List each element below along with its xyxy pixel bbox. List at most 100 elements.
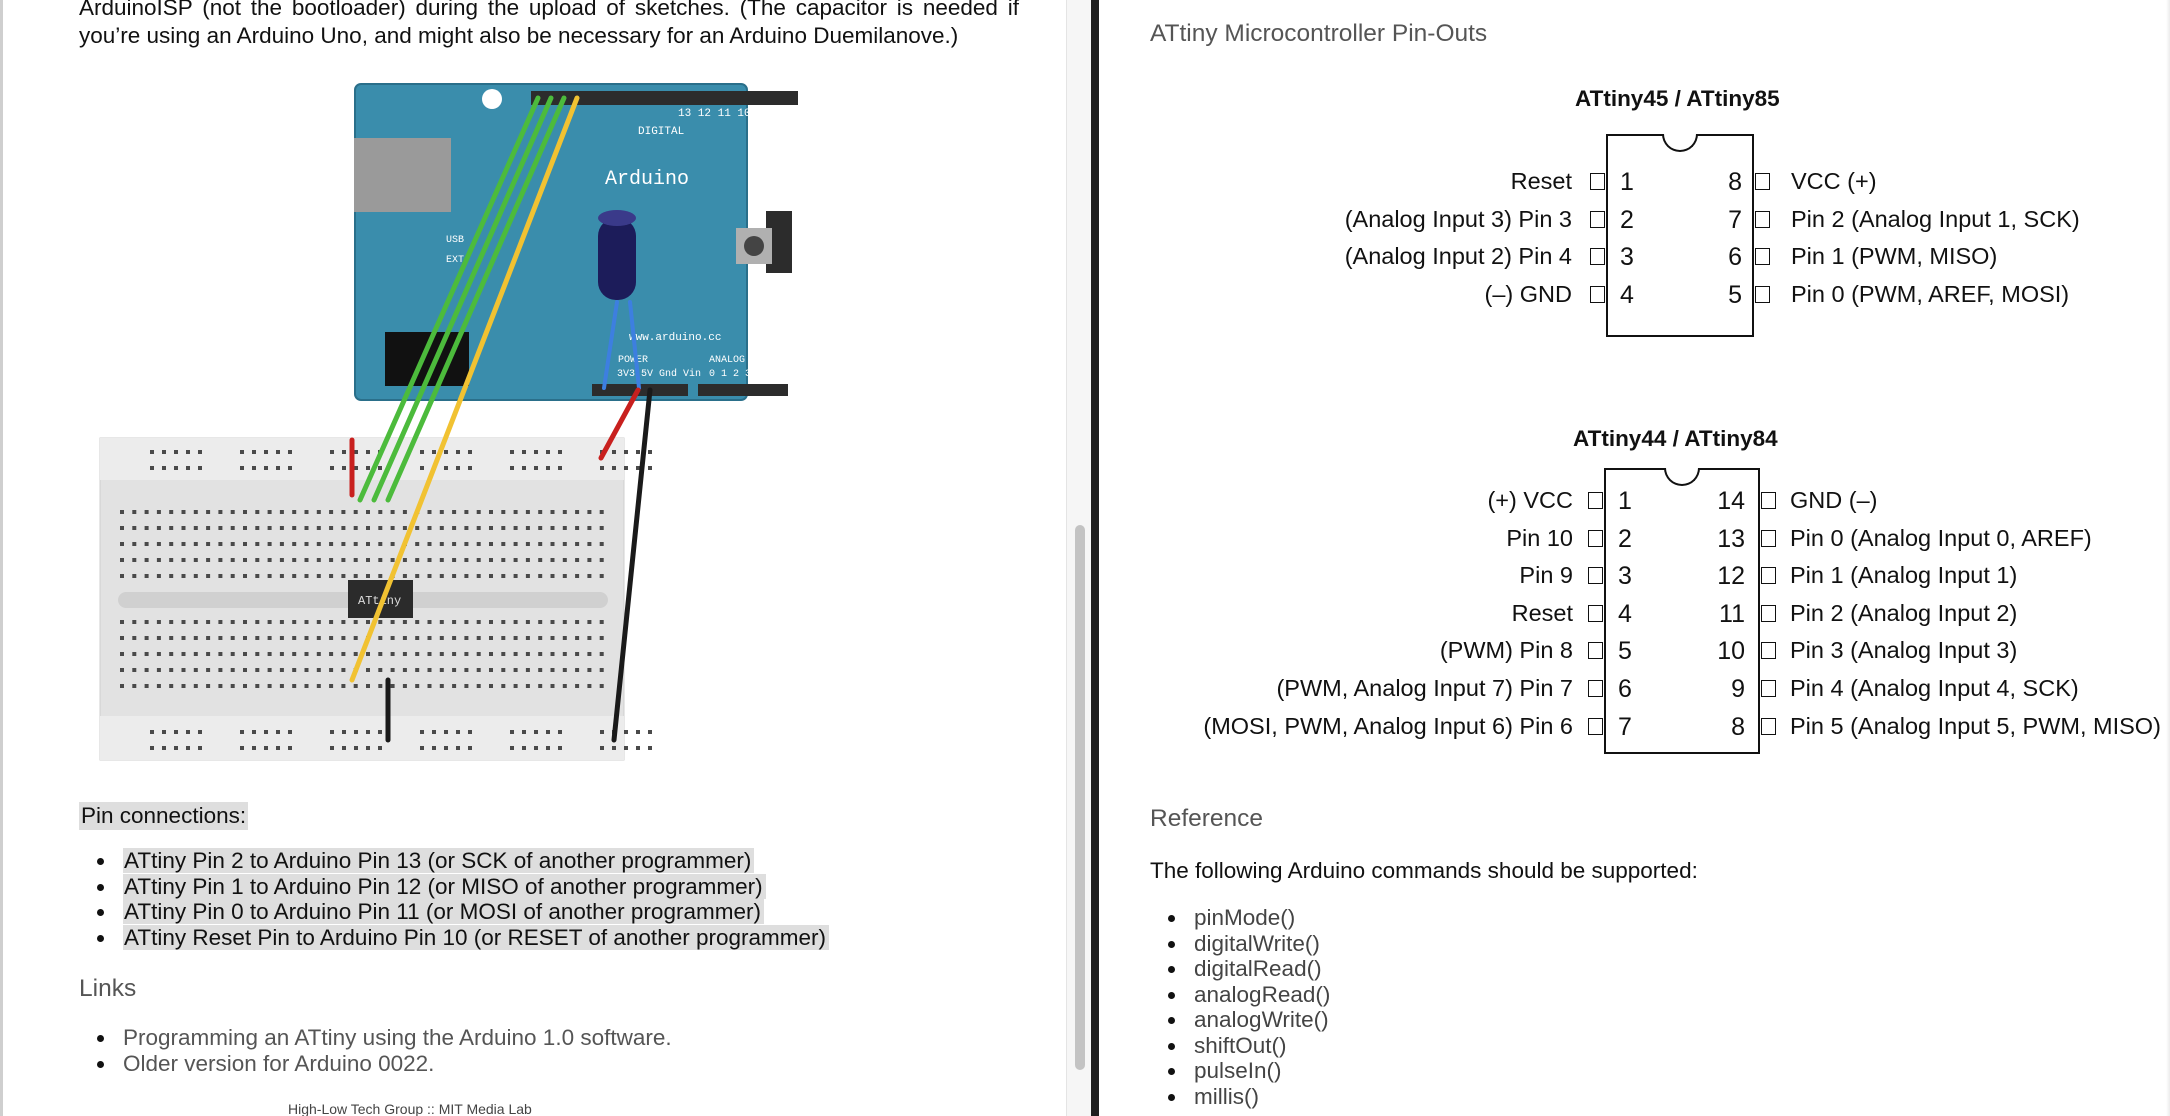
breadboard-hole: [174, 450, 178, 454]
breadboard-hole: [366, 510, 370, 514]
pin-box-right: [1755, 285, 1770, 303]
chip85-notch: [1662, 134, 1698, 152]
breadboard-hole: [255, 668, 260, 672]
breadboard-hole: [174, 730, 178, 734]
breadboard-hole: [522, 746, 526, 750]
breadboard-hole: [132, 684, 137, 688]
breadboard-hole: [230, 510, 235, 514]
breadboard-hole: [156, 668, 161, 672]
pane-divider[interactable]: [1091, 0, 1099, 1116]
links-heading: Links: [79, 975, 137, 1002]
link-arduino-0022[interactable]: Older version for Arduino 0022.: [79, 1051, 672, 1077]
breadboard-hole: [353, 574, 358, 578]
breadboard-hole: [366, 746, 370, 750]
pin-label-right: Pin 5 (Analog Input 5, PWM, MISO): [1790, 712, 2161, 739]
breadboard-hole: [341, 652, 346, 656]
breadboard-hole: [255, 526, 260, 530]
breadboard-hole: [427, 668, 432, 672]
breadboard-hole: [198, 746, 202, 750]
breadboard-hole: [464, 652, 469, 656]
breadboard-hole: [439, 526, 444, 530]
pin-number: 13: [1717, 524, 1745, 553]
pin-label-left: (Analog Input 2) Pin 4: [1344, 243, 1572, 269]
breadboard-hole: [513, 652, 518, 656]
left-scrollbar-thumb[interactable]: [1075, 525, 1085, 1070]
breadboard-hole: [288, 466, 292, 470]
breadboard-hole: [513, 620, 518, 624]
pin-connections-list: ATtiny Pin 2 to Arduino Pin 13 (or SCK o…: [79, 848, 829, 950]
breadboard-hole: [120, 636, 124, 640]
breadboard-hole: [599, 574, 604, 578]
link-arduino-1-0[interactable]: Programming an ATtiny using the Arduino …: [79, 1025, 672, 1051]
breadboard-hole: [279, 574, 284, 578]
breadboard-hole: [329, 542, 334, 546]
breadboard-hole: [538, 620, 543, 624]
breadboard-hole: [329, 668, 334, 672]
breadboard-hole: [193, 558, 198, 562]
breadboard-hole: [476, 668, 481, 672]
breadboard-hole: [534, 730, 538, 734]
breadboard-hole: [546, 746, 550, 750]
usb-port: [354, 138, 451, 212]
breadboard-hole: [279, 668, 284, 672]
breadboard-hole: [427, 526, 432, 530]
breadboard-hole: [267, 652, 272, 656]
breadboard-hole: [468, 730, 472, 734]
breadboard-hole: [341, 620, 346, 624]
breadboard-hole: [489, 684, 493, 688]
breadboard-hole: [546, 466, 550, 470]
breadboard-hole: [341, 668, 346, 672]
breadboard-hole: [489, 620, 493, 624]
breadboard-hole: [276, 730, 280, 734]
reference-heading: Reference: [1150, 805, 1264, 832]
breadboard-hole: [575, 510, 580, 514]
capacitor-leads: [602, 300, 641, 390]
breadboard-hole: [150, 730, 154, 734]
breadboard-hole: [329, 636, 334, 640]
right-edge-shadow: [2166, 0, 2170, 1116]
pin-number: 11: [1719, 599, 1745, 628]
breadboard-hole: [240, 730, 244, 734]
intro-line: ArduinoISP (not the bootloader) during t…: [79, 0, 1019, 20]
breadboard-hole: [575, 526, 580, 530]
left-document-pane: ArduinoISP (not the bootloader) during t…: [0, 0, 1066, 1116]
breadboard-hole: [342, 450, 346, 454]
breadboard-hole: [186, 466, 190, 470]
breadboard-hole: [538, 668, 543, 672]
breadboard-hole: [513, 574, 518, 578]
breadboard-hole: [243, 574, 247, 578]
breadboard-hole: [156, 636, 161, 640]
arduino-board: Arduino DIGITAL 13 12 11 10 9 8 7 6 5 4 …: [354, 83, 798, 401]
breadboard-hole: [599, 668, 604, 672]
breadboard-hole: [181, 574, 186, 578]
left-scrollbar[interactable]: [1066, 0, 1091, 1116]
breadboard-hole: [636, 730, 640, 734]
breadboard-hole: [353, 542, 358, 546]
breadboard-hole: [240, 746, 244, 750]
breadboard-hole: [316, 620, 321, 624]
breadboard-hole: [292, 620, 297, 624]
breadboard-hole: [468, 466, 472, 470]
breadboard-hole: [390, 510, 395, 514]
breadboard-hole: [162, 466, 166, 470]
breadboard-hole: [439, 668, 444, 672]
breadboard-hole: [456, 450, 460, 454]
breadboard-hole: [144, 526, 149, 530]
breadboard-hole: [267, 620, 272, 624]
breadboard-hole: [169, 574, 174, 578]
breadboard-hole: [353, 684, 358, 688]
breadboard-hole: [513, 684, 518, 688]
breadboard-hole: [292, 652, 297, 656]
breadboard-hole: [456, 466, 460, 470]
breadboard-hole: [510, 466, 514, 470]
pin-box-left: [1590, 248, 1605, 265]
breadboard-hole: [489, 558, 493, 562]
breadboard-hole: [150, 746, 154, 750]
breadboard-hole: [599, 652, 604, 656]
breadboard-hole: [525, 684, 530, 688]
analog-pins-label: 0 1 2 3 4 5: [709, 369, 775, 380]
breadboard-hole: [510, 450, 514, 454]
breadboard-hole: [525, 510, 530, 514]
breadboard-hole: [354, 746, 358, 750]
breadboard-hole: [230, 526, 235, 530]
